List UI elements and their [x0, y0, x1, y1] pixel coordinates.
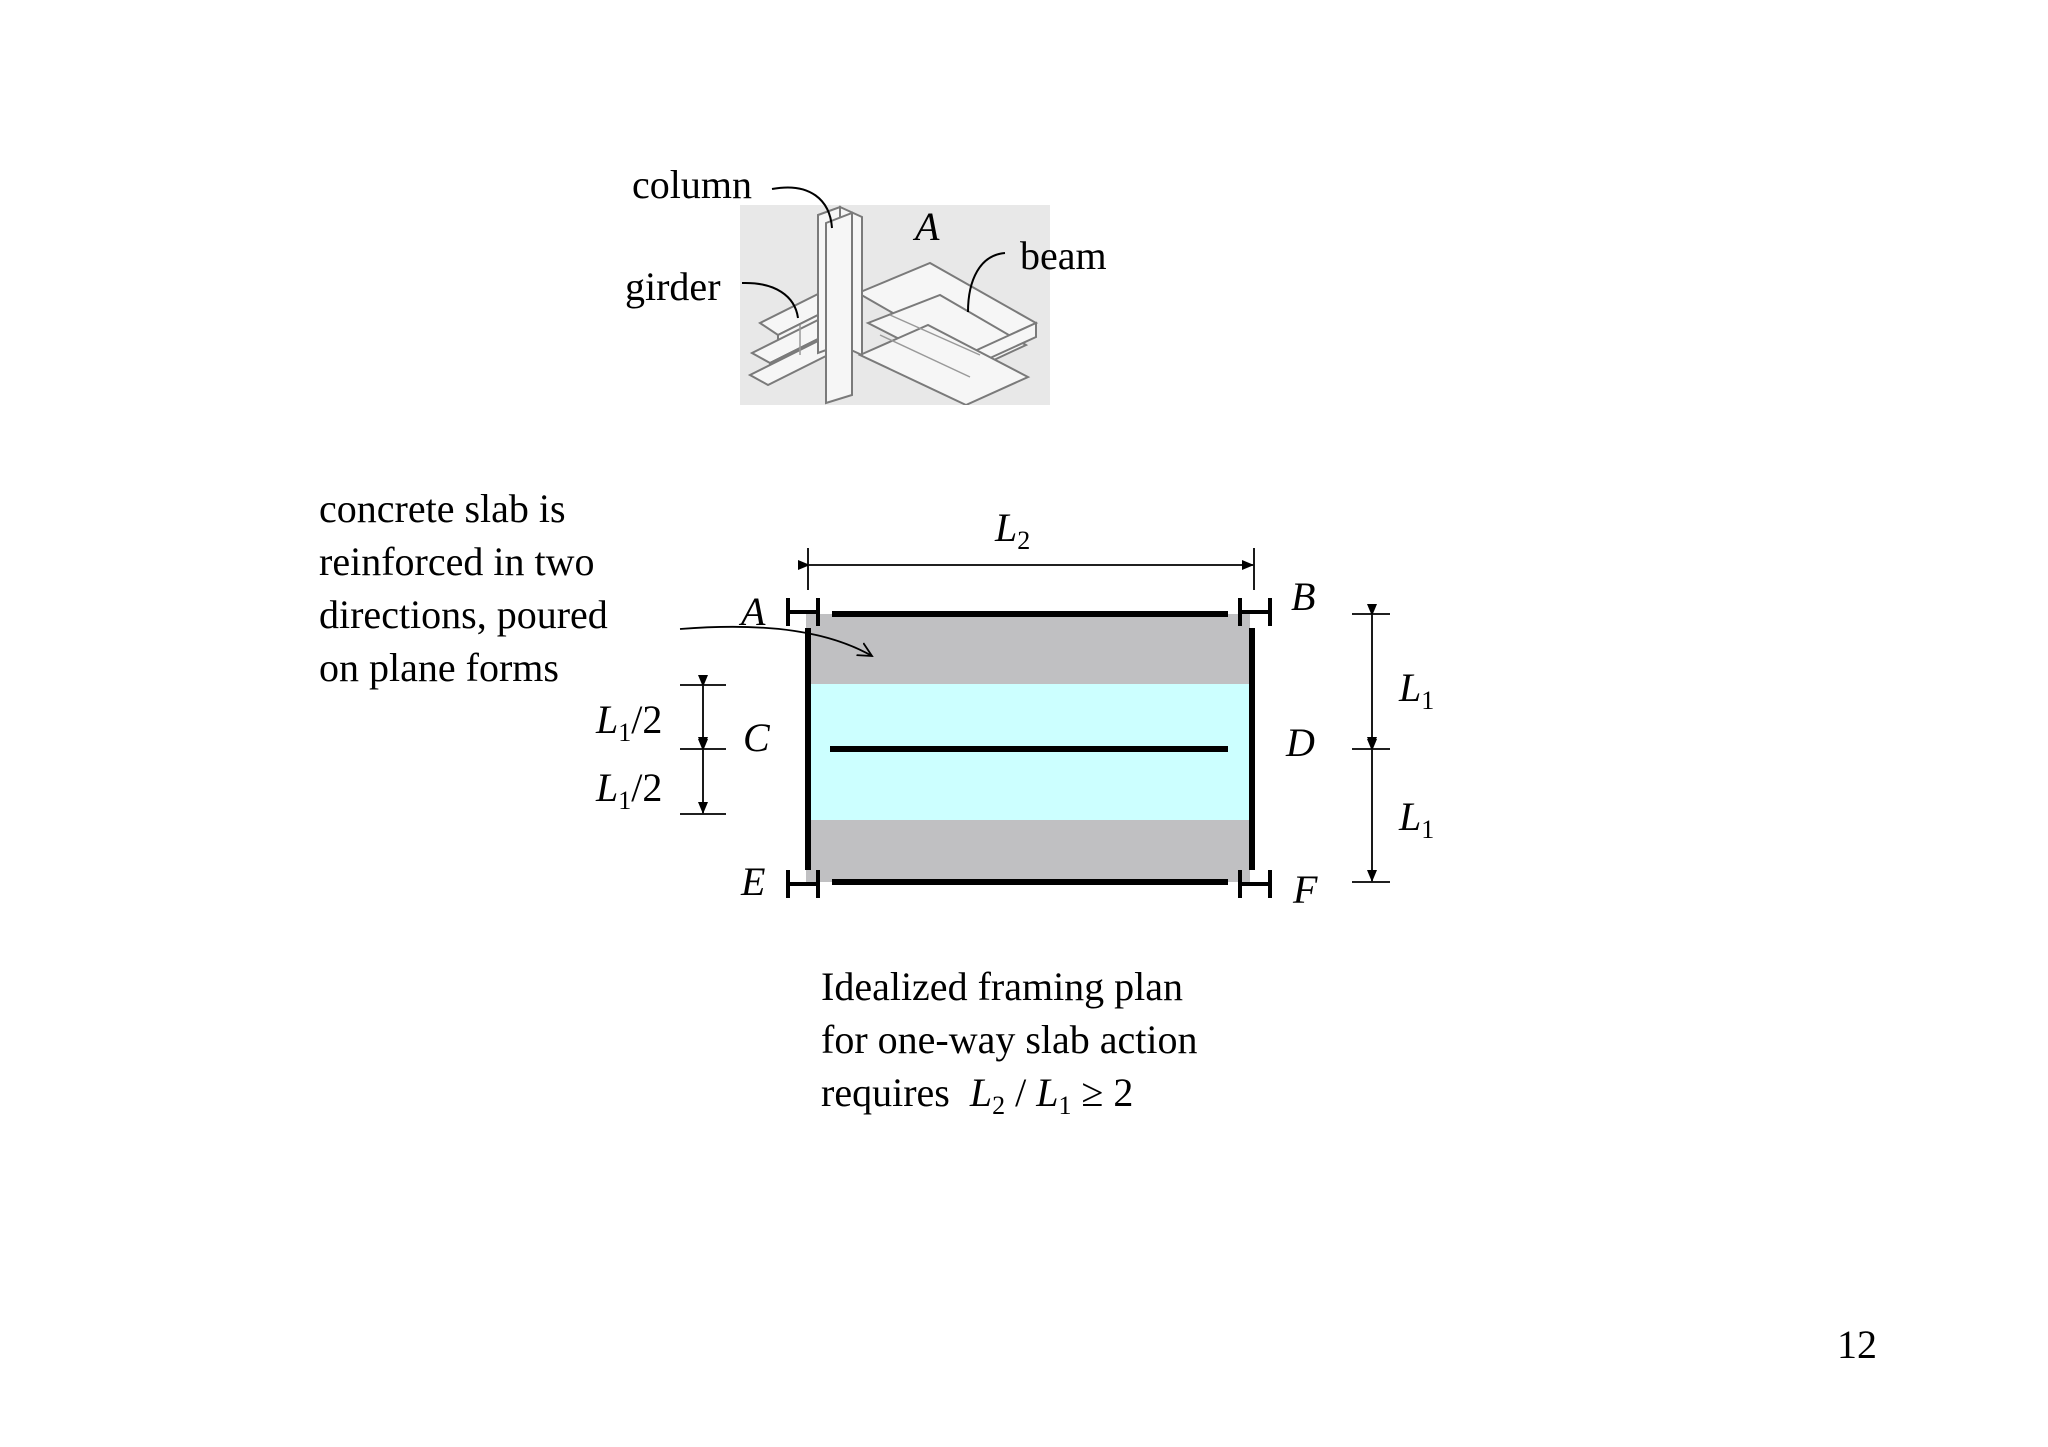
caption-line-3: requires L2 / L1 ≥ 2 [821, 1070, 1134, 1120]
edge-strip-bottom [806, 820, 1250, 882]
dim-label-l1-upper: L1 [1399, 665, 1435, 715]
slab-note-leader [679, 625, 872, 656]
corner-label-c: C [743, 715, 770, 760]
dim-label-l1-lower: L1 [1399, 794, 1435, 844]
girder-leader [741, 281, 799, 319]
label-column: column [632, 162, 752, 207]
edge-strip-top [806, 614, 1250, 684]
beam-leader [967, 252, 1006, 313]
ratio-formula: L2 / L1 ≥ 2 [969, 1070, 1134, 1120]
corner-label-a: A [741, 589, 766, 634]
dim-l1-half-left [680, 675, 726, 815]
slab-note-line-3: directions, poured [319, 592, 608, 637]
corner-label-f: F [1293, 867, 1318, 912]
caption: Idealized framing plan for one-way slab … [821, 960, 1198, 1124]
dim-label-l1-half-lower: L1/2 [596, 765, 663, 815]
slab-note-line-2: reinforced in two [319, 539, 595, 584]
dim-l1-right [1352, 604, 1390, 883]
column-leader [771, 186, 833, 229]
slab-note: concrete slab is reinforced in two direc… [319, 482, 608, 694]
column-symbol-a [786, 598, 820, 626]
caption-line-2: for one-way slab action [821, 1017, 1198, 1062]
caption-line-1: Idealized framing plan [821, 964, 1184, 1009]
dim-label-l2: L2 [995, 505, 1031, 555]
corner-label-e: E [741, 859, 766, 904]
label-girder: girder [625, 264, 721, 309]
label-beam: beam [1020, 233, 1107, 278]
corner-label-d: D [1286, 720, 1315, 765]
column-symbol-e [786, 870, 820, 898]
column-symbol-b [1238, 598, 1272, 626]
corner-label-b: B [1291, 574, 1316, 619]
dim-l2 [798, 548, 1255, 590]
slab-note-line-4: on plane forms [319, 645, 559, 690]
steel-joint-illustration [740, 205, 1050, 405]
page-number: 12 [1837, 1322, 1877, 1367]
slab-note-line-1: concrete slab is [319, 486, 566, 531]
column-symbol-f [1238, 870, 1272, 898]
label-joint-a: A [915, 204, 940, 249]
dim-label-l1-half-upper: L1/2 [596, 697, 663, 747]
